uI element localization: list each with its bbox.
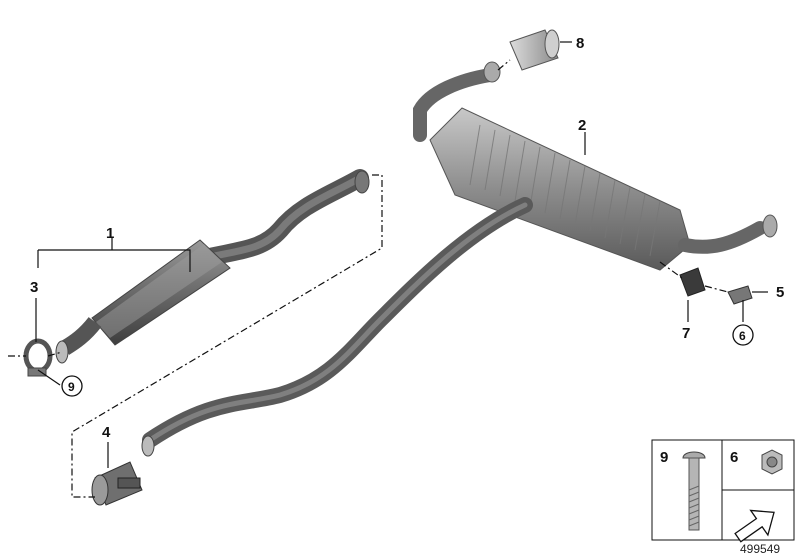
clamp-part bbox=[23, 338, 53, 377]
nut-icon bbox=[761, 449, 783, 475]
callout-7: 7 bbox=[682, 325, 690, 342]
reference-id: 499549 bbox=[740, 542, 780, 556]
leader-lines bbox=[35, 41, 768, 468]
rubber-mount-part bbox=[679, 267, 706, 297]
assembly-lines bbox=[8, 59, 729, 498]
callout-8: 8 bbox=[576, 35, 584, 52]
callout-5: 5 bbox=[776, 284, 784, 301]
callout-9-circle: 9 bbox=[61, 375, 83, 397]
callout-6: 6 bbox=[739, 329, 746, 343]
callout-1: 1 bbox=[106, 225, 114, 242]
tailpipe-trim-part bbox=[509, 29, 560, 71]
callout-4: 4 bbox=[102, 424, 111, 441]
front-pipe-part bbox=[55, 169, 370, 364]
callout-3: 3 bbox=[30, 279, 38, 296]
callout-6-circle: 6 bbox=[732, 324, 754, 346]
legend-bolt-label: 9 bbox=[660, 449, 668, 466]
pipe-clamp-part bbox=[91, 461, 143, 506]
connecting-pipe bbox=[141, 197, 533, 457]
rear-muffler-part bbox=[413, 61, 778, 271]
arrow-icon bbox=[734, 509, 775, 543]
legend-box: 9 6 bbox=[651, 439, 795, 543]
bracket-part bbox=[727, 285, 753, 305]
bolt-icon bbox=[682, 451, 706, 531]
callout-9: 9 bbox=[68, 380, 75, 394]
legend-nut-label: 6 bbox=[730, 449, 738, 466]
callout-2: 2 bbox=[578, 117, 586, 134]
